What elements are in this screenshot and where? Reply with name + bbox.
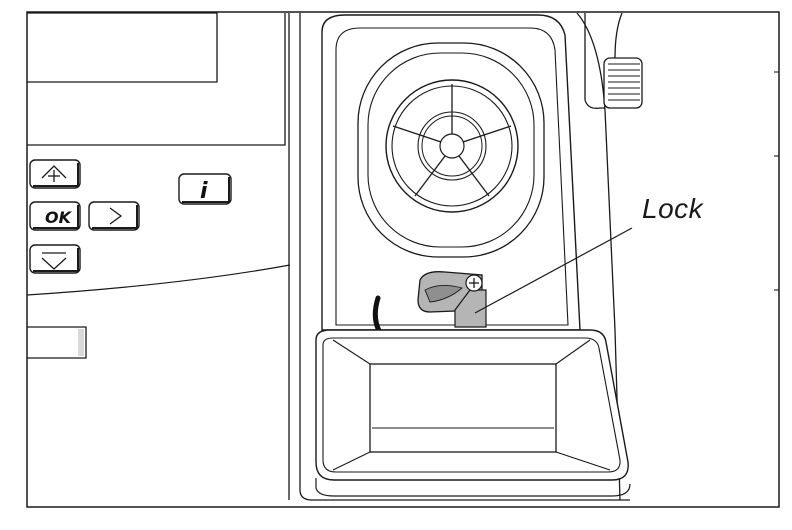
housing-right (576, 12, 621, 501)
panel-slot-shade (78, 329, 84, 356)
tray-rim (322, 337, 621, 473)
up-key[interactable] (29, 159, 81, 189)
side-knob (584, 12, 643, 109)
ok-key-label: OK (45, 208, 73, 227)
bay-inner (335, 27, 569, 326)
info-key[interactable]: i (178, 173, 232, 205)
panel-curve (26, 264, 291, 296)
arrow-up-icon (41, 165, 67, 182)
right-key[interactable] (88, 201, 140, 231)
arrow-down-icon (41, 252, 67, 270)
tray-well (369, 363, 557, 453)
panel-slot (27, 326, 87, 359)
info-icon: i (200, 179, 208, 204)
lock-mechanism (417, 271, 487, 328)
tray (315, 329, 631, 497)
down-key[interactable] (29, 244, 81, 274)
callout-leader (474, 227, 633, 314)
bay-outline (321, 14, 581, 331)
tray-outer (315, 329, 629, 481)
housing (288, 12, 779, 501)
display-screen (27, 12, 218, 83)
chevron-right-icon (109, 207, 123, 225)
figure-frame (26, 11, 780, 508)
housing-outer (288, 13, 630, 501)
lock-lever (454, 289, 487, 328)
panel-edge (27, 13, 286, 146)
fan-wheel (357, 42, 545, 258)
control-panel: OK i (26, 12, 291, 359)
lock-callout-label: Lock (642, 193, 704, 224)
ok-key[interactable]: OK (29, 201, 81, 231)
screw-icon (465, 274, 483, 292)
